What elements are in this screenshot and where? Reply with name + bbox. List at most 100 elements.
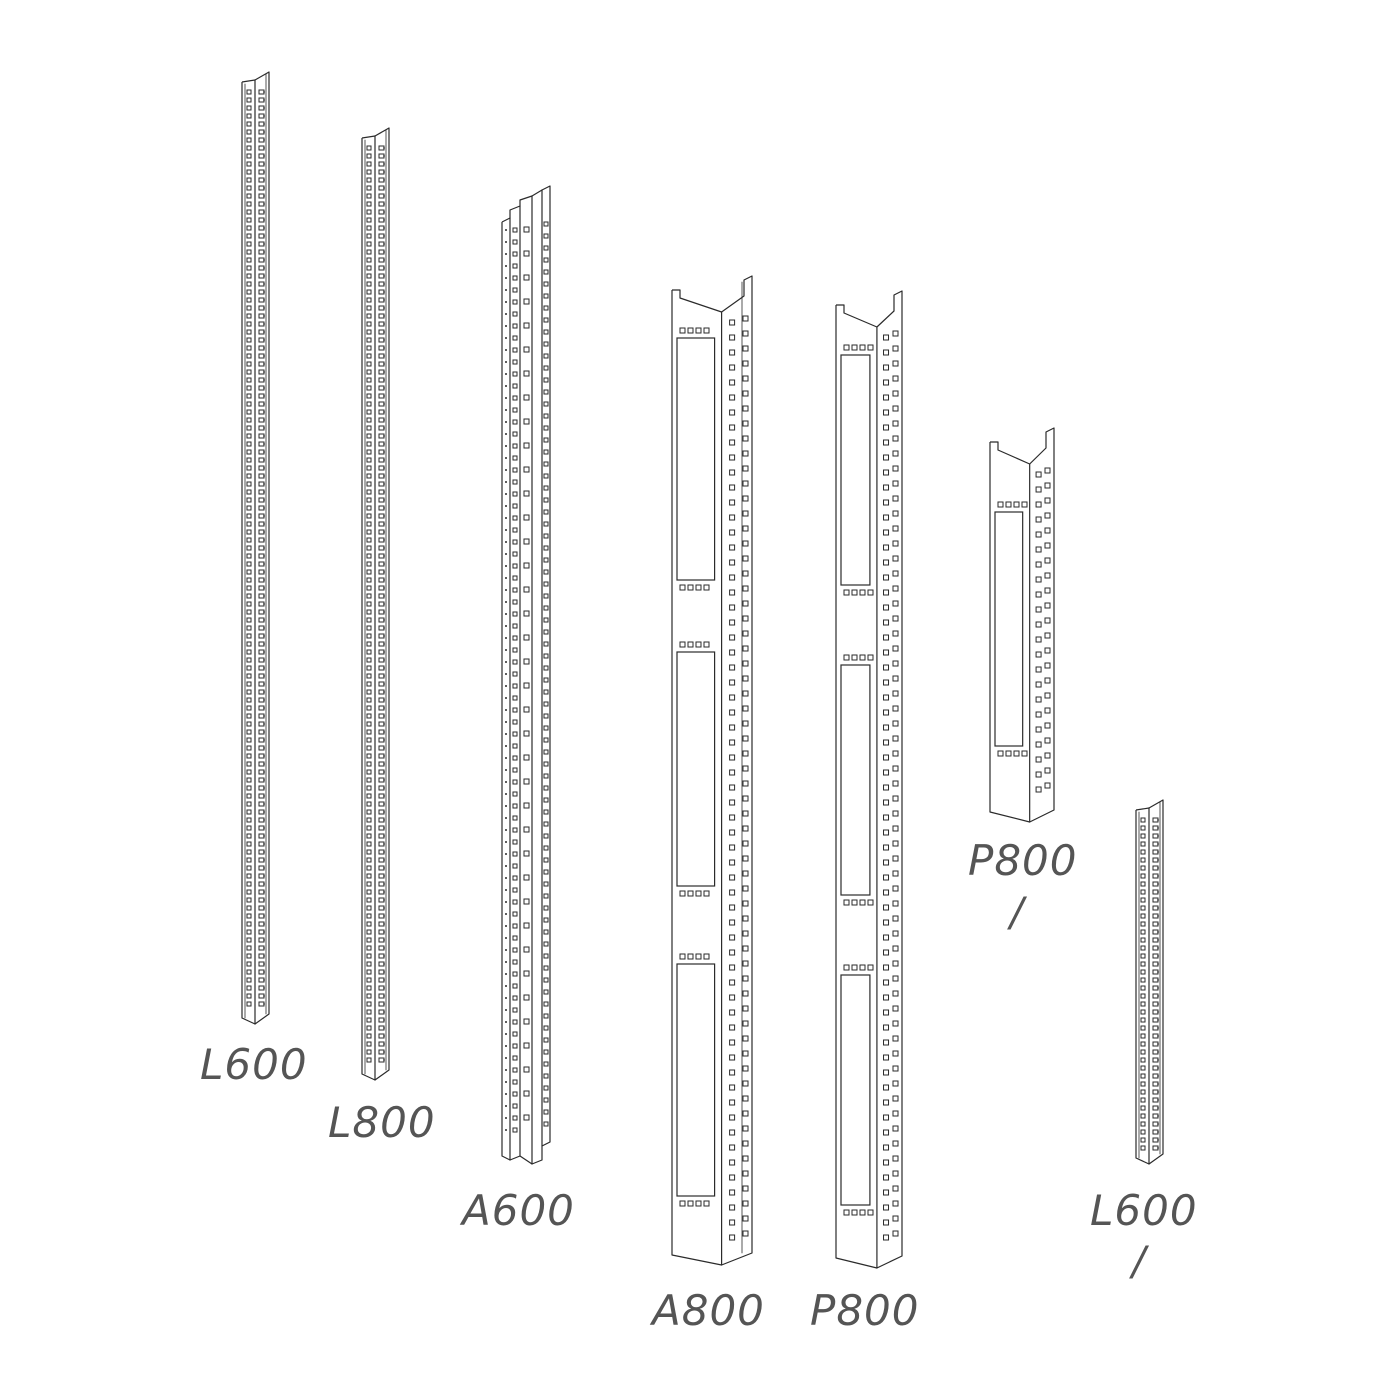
mounting-hole xyxy=(742,585,749,592)
rivet-dot xyxy=(505,781,507,783)
rivet-dot xyxy=(505,913,507,915)
mounting-hole xyxy=(543,533,549,539)
mounting-hole xyxy=(729,979,736,986)
mounting-hole xyxy=(843,344,850,351)
mounting-hole xyxy=(512,395,518,401)
mounting-hole xyxy=(366,393,372,399)
mounting-hole xyxy=(246,497,252,503)
mounting-hole xyxy=(366,601,372,607)
rivet-dot xyxy=(263,971,265,973)
mounting-hole xyxy=(366,513,372,519)
rivet-dot xyxy=(383,859,385,861)
mounting-hole xyxy=(246,761,252,767)
mounting-hole xyxy=(523,994,530,1001)
mounting-hole xyxy=(883,949,890,956)
rivet-dot xyxy=(383,259,385,261)
rivet-dot xyxy=(383,179,385,181)
rivet-dot xyxy=(383,755,385,757)
rivet-dot xyxy=(505,853,507,855)
mounting-hole xyxy=(543,677,549,683)
mounting-hole xyxy=(742,735,749,742)
mounting-hole xyxy=(366,953,372,959)
mounting-hole xyxy=(1140,1129,1146,1135)
mounting-hole xyxy=(892,465,899,472)
rivet-dot xyxy=(263,755,265,757)
mounting-hole xyxy=(246,337,252,343)
rivet-dot xyxy=(263,91,265,93)
rivet-dot xyxy=(263,451,265,453)
rivet-dot xyxy=(263,163,265,165)
mounting-hole xyxy=(729,409,736,416)
mounting-hole xyxy=(366,337,372,343)
rivet-dot xyxy=(383,291,385,293)
rivet-dot xyxy=(505,313,507,315)
mounting-hole xyxy=(1035,786,1042,793)
rivet-dot xyxy=(383,651,385,653)
mounting-hole xyxy=(523,1090,530,1097)
mounting-hole xyxy=(543,1121,549,1127)
mounting-hole xyxy=(892,495,899,502)
rivet-dot xyxy=(263,587,265,589)
mounting-hole xyxy=(543,233,549,239)
rivet-dot xyxy=(263,643,265,645)
mounting-hole xyxy=(246,225,252,231)
mounting-hole xyxy=(523,706,530,713)
mounting-hole xyxy=(1035,486,1042,493)
mounting-hole xyxy=(246,753,252,759)
rivet-dot xyxy=(1157,867,1159,869)
mounting-hole xyxy=(366,385,372,391)
rivet-dot xyxy=(383,443,385,445)
mounting-hole xyxy=(246,617,252,623)
rail-l600-short-drawing xyxy=(1135,799,1164,1165)
mounting-hole xyxy=(883,544,890,551)
mounting-hole xyxy=(1140,1097,1146,1103)
rivet-dot xyxy=(383,947,385,949)
mounting-hole xyxy=(543,473,549,479)
rivet-dot xyxy=(263,307,265,309)
rivet-dot xyxy=(1157,995,1159,997)
mounting-hole xyxy=(512,599,518,605)
rivet-dot xyxy=(505,481,507,483)
mounting-hole xyxy=(246,385,252,391)
mounting-hole xyxy=(366,697,372,703)
rivet-dot xyxy=(383,723,385,725)
mounting-hole xyxy=(742,1080,749,1087)
mounting-hole xyxy=(366,977,372,983)
mounting-hole xyxy=(523,490,530,497)
mounting-hole xyxy=(543,845,549,851)
mounting-hole xyxy=(366,449,372,455)
rivet-dot xyxy=(1157,1147,1159,1149)
rivet-dot xyxy=(383,467,385,469)
rivet-dot xyxy=(505,541,507,543)
rivet-dot xyxy=(505,937,507,939)
mounting-hole xyxy=(366,705,372,711)
rivet-dot xyxy=(383,451,385,453)
mounting-hole xyxy=(366,417,372,423)
rivet-dot xyxy=(263,139,265,141)
mounting-hole xyxy=(1140,937,1146,943)
mounting-hole xyxy=(883,349,890,356)
mounting-hole xyxy=(742,390,749,397)
mounting-hole xyxy=(543,449,549,455)
mounting-hole xyxy=(246,777,252,783)
mounting-hole xyxy=(883,589,890,596)
mounting-hole xyxy=(892,480,899,487)
rivet-dot xyxy=(505,1045,507,1047)
rivet-dot xyxy=(263,443,265,445)
mounting-hole xyxy=(1140,1001,1146,1007)
mounting-hole xyxy=(366,441,372,447)
rivet-dot xyxy=(263,987,265,989)
mounting-hole xyxy=(512,1043,518,1049)
mounting-hole xyxy=(366,1001,372,1007)
rivet-dot xyxy=(263,179,265,181)
rivet-dot xyxy=(383,1051,385,1053)
mounting-hole xyxy=(843,899,850,906)
mounting-hole xyxy=(843,1209,850,1216)
mounting-hole xyxy=(1035,651,1042,658)
rivet-dot xyxy=(383,267,385,269)
mounting-hole xyxy=(246,529,252,535)
mounting-hole xyxy=(543,785,549,791)
mounting-hole xyxy=(742,345,749,352)
mounting-hole xyxy=(695,327,702,334)
mounting-hole xyxy=(1021,501,1028,508)
